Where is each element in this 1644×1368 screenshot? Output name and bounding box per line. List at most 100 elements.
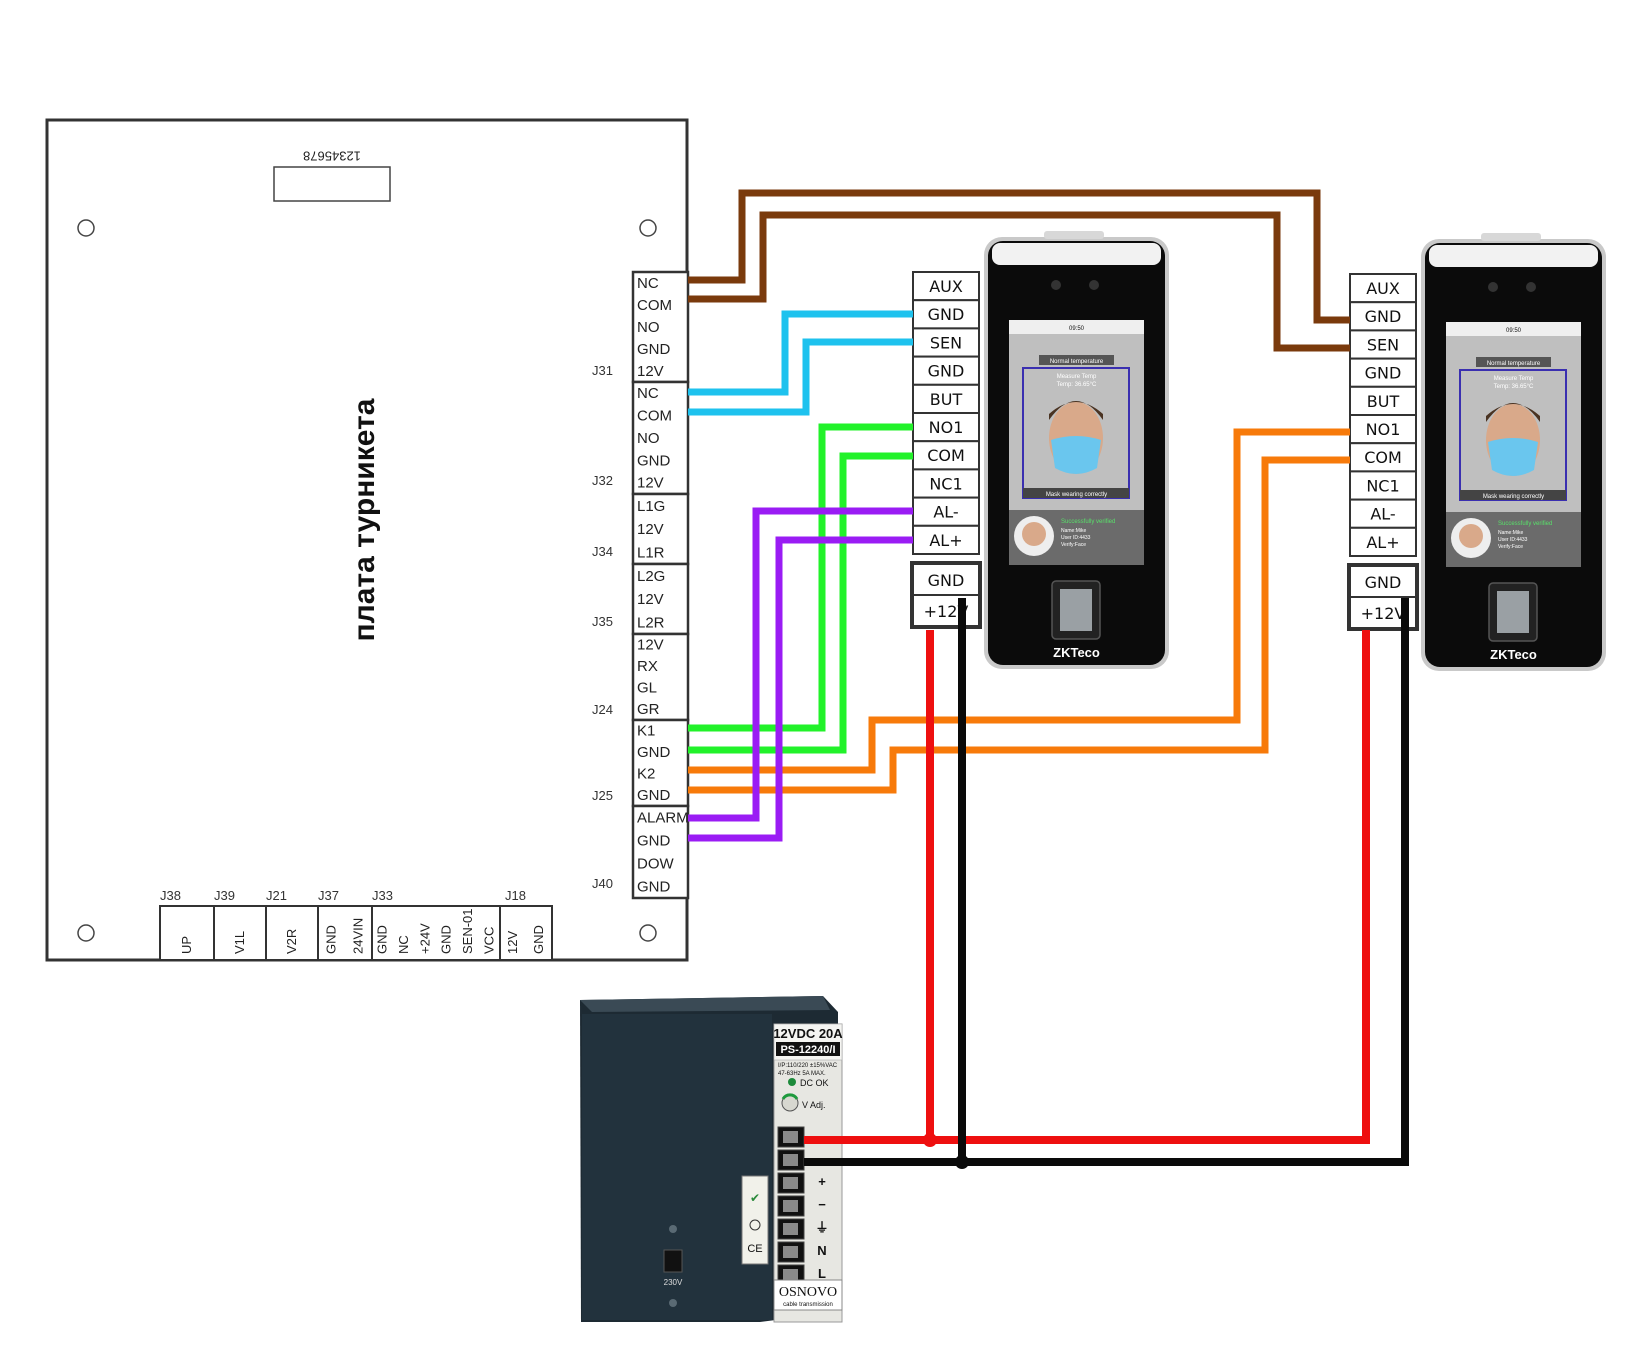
connector-label-j32: J32 xyxy=(592,473,613,488)
connector-label-j18: J18 xyxy=(505,888,526,903)
board-pin-label: NC xyxy=(637,275,659,292)
psu-terminal-block: +−⏚NL xyxy=(777,1126,829,1286)
board-pin-label: GND xyxy=(637,452,671,469)
terminal-pin-label: SEN xyxy=(1367,335,1399,354)
terminal-pin xyxy=(1349,414,1417,445)
screen-temp-value: Temp: 36.65°C xyxy=(1494,384,1534,390)
board-pin-label: GL xyxy=(637,679,657,696)
terminal-power-pin xyxy=(1349,565,1417,598)
terminal-pin-label: BUT xyxy=(1367,392,1400,411)
wire-purple-gnd xyxy=(688,536,913,842)
board-pin-label: ALARM xyxy=(637,810,689,827)
board-pin-label: GND xyxy=(439,925,454,954)
board-pin-label: NO xyxy=(637,430,660,447)
board-pin-label: L1R xyxy=(637,544,665,561)
wire-green-gnd xyxy=(688,452,913,754)
terminal-pin xyxy=(912,440,980,471)
psu-spec-1: I/P:110/220 ±15%VAC xyxy=(778,1063,838,1069)
board-pin-label: NC xyxy=(637,385,659,402)
wire-purple-alarm xyxy=(688,507,913,822)
screen-verified: Successfully verified xyxy=(1061,519,1115,525)
connector-j18 xyxy=(499,905,553,961)
mount-hole xyxy=(639,924,657,942)
terminal-pin xyxy=(1349,329,1417,360)
psu-terminal-label: N xyxy=(817,1243,826,1258)
ul-mark-icon xyxy=(749,1219,761,1231)
ce-mark: CE xyxy=(747,1243,762,1255)
board-pin-label: VCC xyxy=(481,927,496,954)
connector-label-j34: J34 xyxy=(592,544,613,559)
terminal-pin xyxy=(912,271,980,302)
screen-temp-value: Temp: 36.65°C xyxy=(1057,382,1097,388)
terminal-pin-label: NO1 xyxy=(1366,420,1401,439)
dip-switch xyxy=(273,166,391,202)
terminal-pin xyxy=(1349,470,1417,501)
connector-j24 xyxy=(631,632,690,722)
connector-j32 xyxy=(631,380,690,496)
connector-j34 xyxy=(631,492,690,566)
psu-model-label: 12VDC 20A xyxy=(773,1026,843,1041)
screen-mask-status: Mask wearing correctly xyxy=(1483,494,1544,500)
wire-brown-com xyxy=(688,211,1350,352)
board-pin-label: 24VIN xyxy=(351,918,366,954)
dip-switch-label: 12345678 xyxy=(303,149,361,164)
wire-brown-nc xyxy=(688,189,1350,324)
board-pin-label: L2G xyxy=(637,568,665,585)
mount-hole xyxy=(639,219,657,237)
mask-icon xyxy=(1488,438,1538,476)
terminal-pin-label: COM xyxy=(927,446,965,465)
board-pin-label: GND xyxy=(637,833,671,850)
psu-terminal-label: + xyxy=(818,1174,826,1189)
board-pin-label: UP xyxy=(179,936,194,954)
screen-user-info: Name:Mike xyxy=(1498,530,1524,536)
terminal-pin-label: NC1 xyxy=(1366,476,1399,495)
board-pin-label: RX xyxy=(637,658,658,675)
terminal-pin-label: AUX xyxy=(1366,279,1400,298)
terminal-pin-label: AL+ xyxy=(1366,533,1399,552)
psu-brand-sub: cable transmission xyxy=(783,1302,833,1308)
terminal-pin-label: AL- xyxy=(933,503,958,522)
board-right-connectors: NCCOMNOGND12VJ31NCCOMNOGND12VJ32L1G12VL1… xyxy=(592,270,690,900)
terminal-pin-label: NC1 xyxy=(929,474,962,493)
board-pin-label: V2R xyxy=(284,929,299,954)
board-pin-label: +24V xyxy=(417,923,432,954)
screen-measure-label: Measure Temp xyxy=(1494,376,1534,382)
board-pin-label: GND xyxy=(637,341,671,358)
board-pin-label: GND xyxy=(531,925,546,954)
connector-label-j38: J38 xyxy=(160,888,181,903)
terminal-pin xyxy=(1349,526,1417,557)
board-pin-label: GND xyxy=(637,744,671,761)
board-pin-label: GR xyxy=(637,701,660,718)
connector-j40 xyxy=(631,804,690,900)
terminal-pin-label: GND xyxy=(1365,364,1402,383)
camera-icon xyxy=(1488,282,1498,292)
wire-junction xyxy=(923,1133,937,1147)
psu-brand: OSNOVO xyxy=(779,1285,837,1300)
psu-terminal-label: L xyxy=(818,1266,826,1281)
screen-user-info: Name:Mike xyxy=(1061,528,1087,534)
terminal-pin-label: GND xyxy=(928,305,965,324)
terminal-power-label: +12V xyxy=(1361,604,1406,623)
connector-label-j25: J25 xyxy=(592,788,613,803)
wire-red-12v-device2 xyxy=(804,630,1370,1144)
terminal-pin-label: GND xyxy=(1365,307,1402,326)
screen-measure-label: Measure Temp xyxy=(1057,374,1097,380)
terminal-power-label: GND xyxy=(928,571,965,590)
terminal-pin-label: GND xyxy=(928,362,965,381)
connector-label-j31: J31 xyxy=(592,363,613,378)
terminal-pin xyxy=(912,524,980,555)
terminal-pin-label: SEN xyxy=(930,333,962,352)
board-pin-label: NC xyxy=(396,935,411,954)
board-pin-label: SEN-01 xyxy=(460,908,475,954)
screw xyxy=(669,1225,677,1233)
screen-verified: Successfully verified xyxy=(1498,521,1552,527)
connector-label-j21: J21 xyxy=(266,888,287,903)
terminal-pin-label: AL+ xyxy=(929,531,962,550)
screen-user-info: Verify:Face xyxy=(1061,542,1086,548)
wire-orange-k2 xyxy=(688,428,1350,774)
screen-temp-status: Normal temperature xyxy=(1487,361,1541,367)
board-pin-label: COM xyxy=(637,408,672,425)
voltage-switch[interactable] xyxy=(663,1249,683,1273)
camera-icon xyxy=(1089,280,1099,290)
